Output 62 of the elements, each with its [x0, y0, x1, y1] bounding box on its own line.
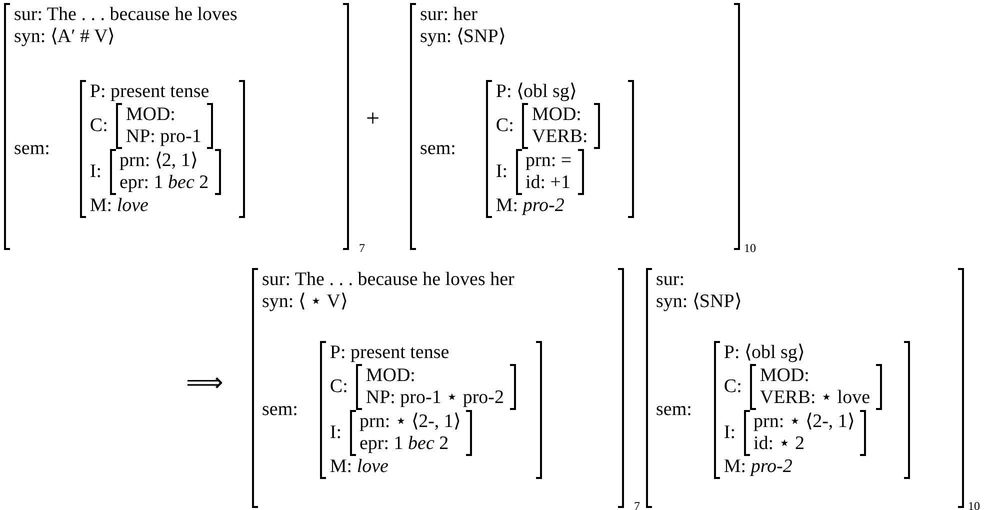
feature-text: syn: ⟨SNP⟩ — [420, 26, 506, 48]
feature-matrix — [516, 148, 584, 194]
index-number: 7 — [634, 500, 640, 510]
feature-text: VERB: — [532, 126, 588, 148]
feature-text: VERB: ⋆ love — [760, 387, 870, 409]
feature-text: syn: ⟨A′ # V⟩ — [14, 26, 116, 48]
operator-symbol: ⟹ — [186, 372, 223, 394]
feature-text: C: — [90, 114, 108, 136]
index-number: 10 — [968, 500, 980, 510]
index-number: 10 — [744, 242, 756, 254]
feature-text: P: ⟨obl sg⟩ — [496, 80, 578, 102]
feature-text: sem: — [420, 138, 456, 160]
feature-text: M: love — [330, 456, 390, 478]
feature-text: sur: The . . . because he loves her — [262, 269, 516, 291]
operator-symbol: + — [366, 108, 380, 130]
feature-text: NP: pro-1 ⋆ pro-2 — [366, 387, 504, 409]
feature-matrix — [356, 364, 516, 410]
feature-text: sem: — [14, 138, 50, 160]
feature-text: P: ⟨obl sg⟩ — [724, 342, 806, 364]
feature-text: MOD: — [532, 104, 582, 126]
feature-text: prn: = — [526, 150, 572, 172]
feature-matrix — [522, 102, 600, 148]
feature-matrix — [486, 80, 634, 218]
feature-matrix — [110, 148, 221, 194]
feature-text: epr: 1 bec 2 — [120, 172, 209, 194]
feature-text: I: — [330, 422, 342, 444]
feature-text: syn: ⟨SNP⟩ — [656, 291, 742, 313]
feature-text: id: ⋆ 2 — [754, 433, 806, 455]
feature-text: M: love — [90, 194, 150, 216]
feature-text: MOD: — [126, 104, 176, 126]
feature-text: epr: 1 bec 2 — [360, 433, 450, 455]
feature-text: id: +1 — [526, 172, 572, 194]
feature-text: C: — [496, 114, 514, 136]
feature-matrix — [744, 410, 866, 456]
feature-text: C: — [724, 376, 742, 398]
feature-text: MOD: — [366, 365, 416, 387]
feature-text: M: pro-2 — [724, 456, 794, 478]
feature-text: MOD: — [760, 365, 810, 387]
feature-matrix — [80, 80, 245, 218]
feature-text: C: — [330, 376, 348, 398]
feature-matrix — [116, 102, 214, 148]
feature-text: I: — [496, 160, 508, 182]
index-number: 7 — [359, 242, 365, 254]
feature-matrix — [714, 341, 910, 479]
feature-text: sem: — [656, 399, 692, 421]
feature-text: NP: pro-1 — [126, 126, 202, 148]
feature-text: prn: ⋆ ⟨2-, 1⟩ — [360, 411, 460, 433]
feature-text: M: pro-2 — [496, 194, 566, 216]
feature-text: P: present tense — [90, 80, 210, 102]
feature-text: sur: her — [420, 4, 479, 26]
feature-text: sur: — [656, 269, 686, 291]
feature-text: sem: — [262, 399, 298, 421]
feature-text: P: present tense — [330, 342, 450, 364]
feature-text: prn: ⋆ ⟨2-, 1⟩ — [754, 411, 854, 433]
feature-matrix — [320, 341, 542, 479]
feature-matrix — [750, 364, 882, 410]
feature-text: syn: ⟨ ⋆ V⟩ — [262, 291, 348, 313]
feature-text: prn: ⟨2, 1⟩ — [120, 150, 198, 172]
feature-matrix — [350, 410, 472, 456]
feature-text: I: — [90, 160, 102, 182]
feature-text: sur: The . . . because he loves — [14, 4, 238, 26]
feature-text: I: — [724, 422, 736, 444]
